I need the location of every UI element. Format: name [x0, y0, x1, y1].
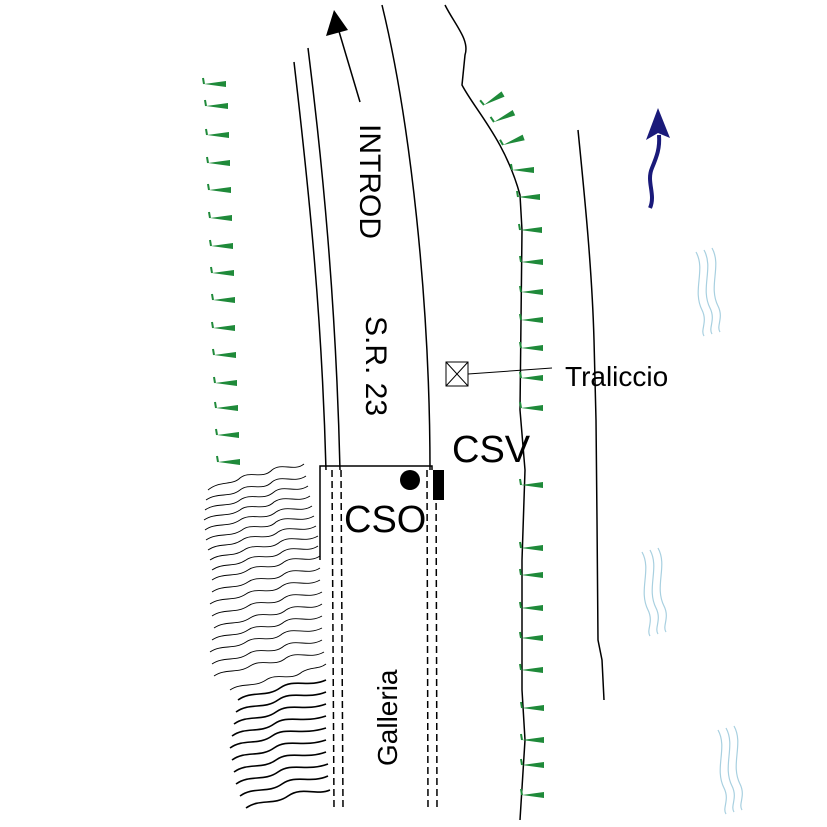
- crossed-box-icon: [445, 361, 469, 387]
- road-left-outer-edge: [293, 61, 327, 471]
- tunnel-label: Galleria: [372, 669, 403, 766]
- tunnel-dashed-left-1: [331, 469, 335, 809]
- pylon-label: Traliccio: [565, 361, 668, 392]
- cso-label: CSO: [344, 499, 426, 541]
- csv-label: CSV: [452, 429, 531, 471]
- rock-slope-dense-hatching: [229, 679, 331, 809]
- road-left-inner-edge: [307, 47, 341, 471]
- road-code-label: S.R. 23: [359, 316, 392, 416]
- tunnel-dashed-left-2: [340, 469, 344, 809]
- water-ripple-3: [717, 725, 743, 815]
- river-far-edge-line: [577, 129, 605, 701]
- tunnel-dashed-right-2: [435, 469, 438, 809]
- pylon-leader-line: [467, 367, 553, 375]
- rock-slope-hatching: [203, 463, 327, 691]
- road-right-edge: [381, 4, 431, 471]
- blue-wavy-arrow-icon: [646, 108, 670, 209]
- road-name-label: INTROD: [353, 124, 386, 239]
- tunnel-portal-line: [319, 465, 433, 470]
- black-arrow-up-icon: [326, 10, 361, 103]
- road-edges: [293, 4, 431, 471]
- water-ripple-1: [695, 247, 721, 337]
- water-ripples: [641, 247, 743, 815]
- left-vegetation-markers: [202, 77, 241, 466]
- tunnel-dashed-right-1: [426, 469, 429, 809]
- black-rectangle-icon: [433, 470, 444, 500]
- river-bank-line: [444, 4, 526, 821]
- water-ripple-2: [641, 547, 667, 637]
- filled-circle-icon: [400, 470, 420, 490]
- tunnel-outline: [319, 465, 438, 809]
